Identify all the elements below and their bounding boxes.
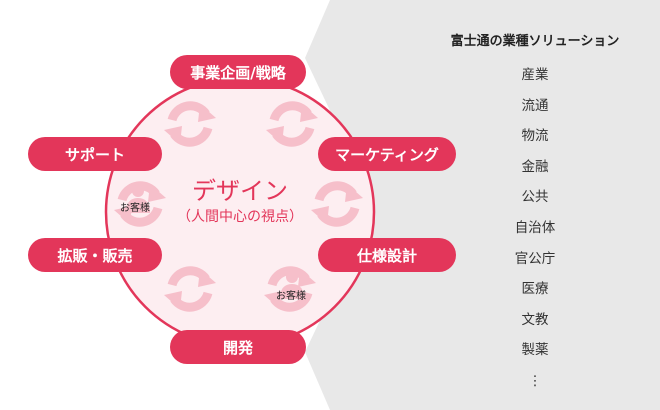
cycle-arrow-icon — [266, 101, 318, 147]
center-title: デザイン — [192, 177, 288, 205]
cycle-arrow-icon — [164, 266, 216, 312]
stage-marketing: マーケティング — [318, 137, 456, 171]
stage-spec-design: 仕様設計 — [318, 238, 456, 272]
stage-development: 開発 — [170, 330, 306, 364]
more-ellipsis: ⋮ — [528, 372, 542, 389]
list-item: 自治体 — [514, 219, 556, 236]
customer-label-right: お客様 — [276, 291, 306, 302]
industry-list: 産業 流通 物流 金融 公共 自治体 官公庁 医療 文教 製薬 ⋮ — [470, 60, 600, 397]
solutions-panel — [305, 0, 660, 410]
cycle-arrow-icon — [264, 266, 316, 312]
list-item: 官公庁 — [514, 250, 556, 267]
person-icon — [126, 185, 150, 213]
center-subtitle: （人間中心の視点） — [177, 209, 303, 225]
list-item: 製薬 — [521, 342, 549, 359]
list-item: 流通 — [521, 97, 549, 114]
list-item: 公共 — [521, 189, 549, 206]
list-item: 医療 — [521, 281, 549, 298]
list-item: 物流 — [521, 128, 549, 145]
solutions-title: 富士通の業種ソリューション — [450, 34, 620, 49]
cycle-arrow-icon — [311, 181, 363, 227]
stage-sales: 拡販・販売 — [28, 238, 162, 272]
cycle-arrow-icon — [164, 101, 216, 147]
stage-planning: 事業企画/戦略 — [170, 55, 306, 89]
person-icon — [280, 271, 304, 299]
customer-label-left: お客様 — [120, 203, 150, 214]
list-item: 産業 — [521, 67, 549, 83]
list-item: 文教 — [521, 311, 549, 328]
list-item: 金融 — [521, 158, 549, 175]
stage-support: サポート — [28, 137, 162, 171]
cycle-arrows — [114, 101, 363, 312]
